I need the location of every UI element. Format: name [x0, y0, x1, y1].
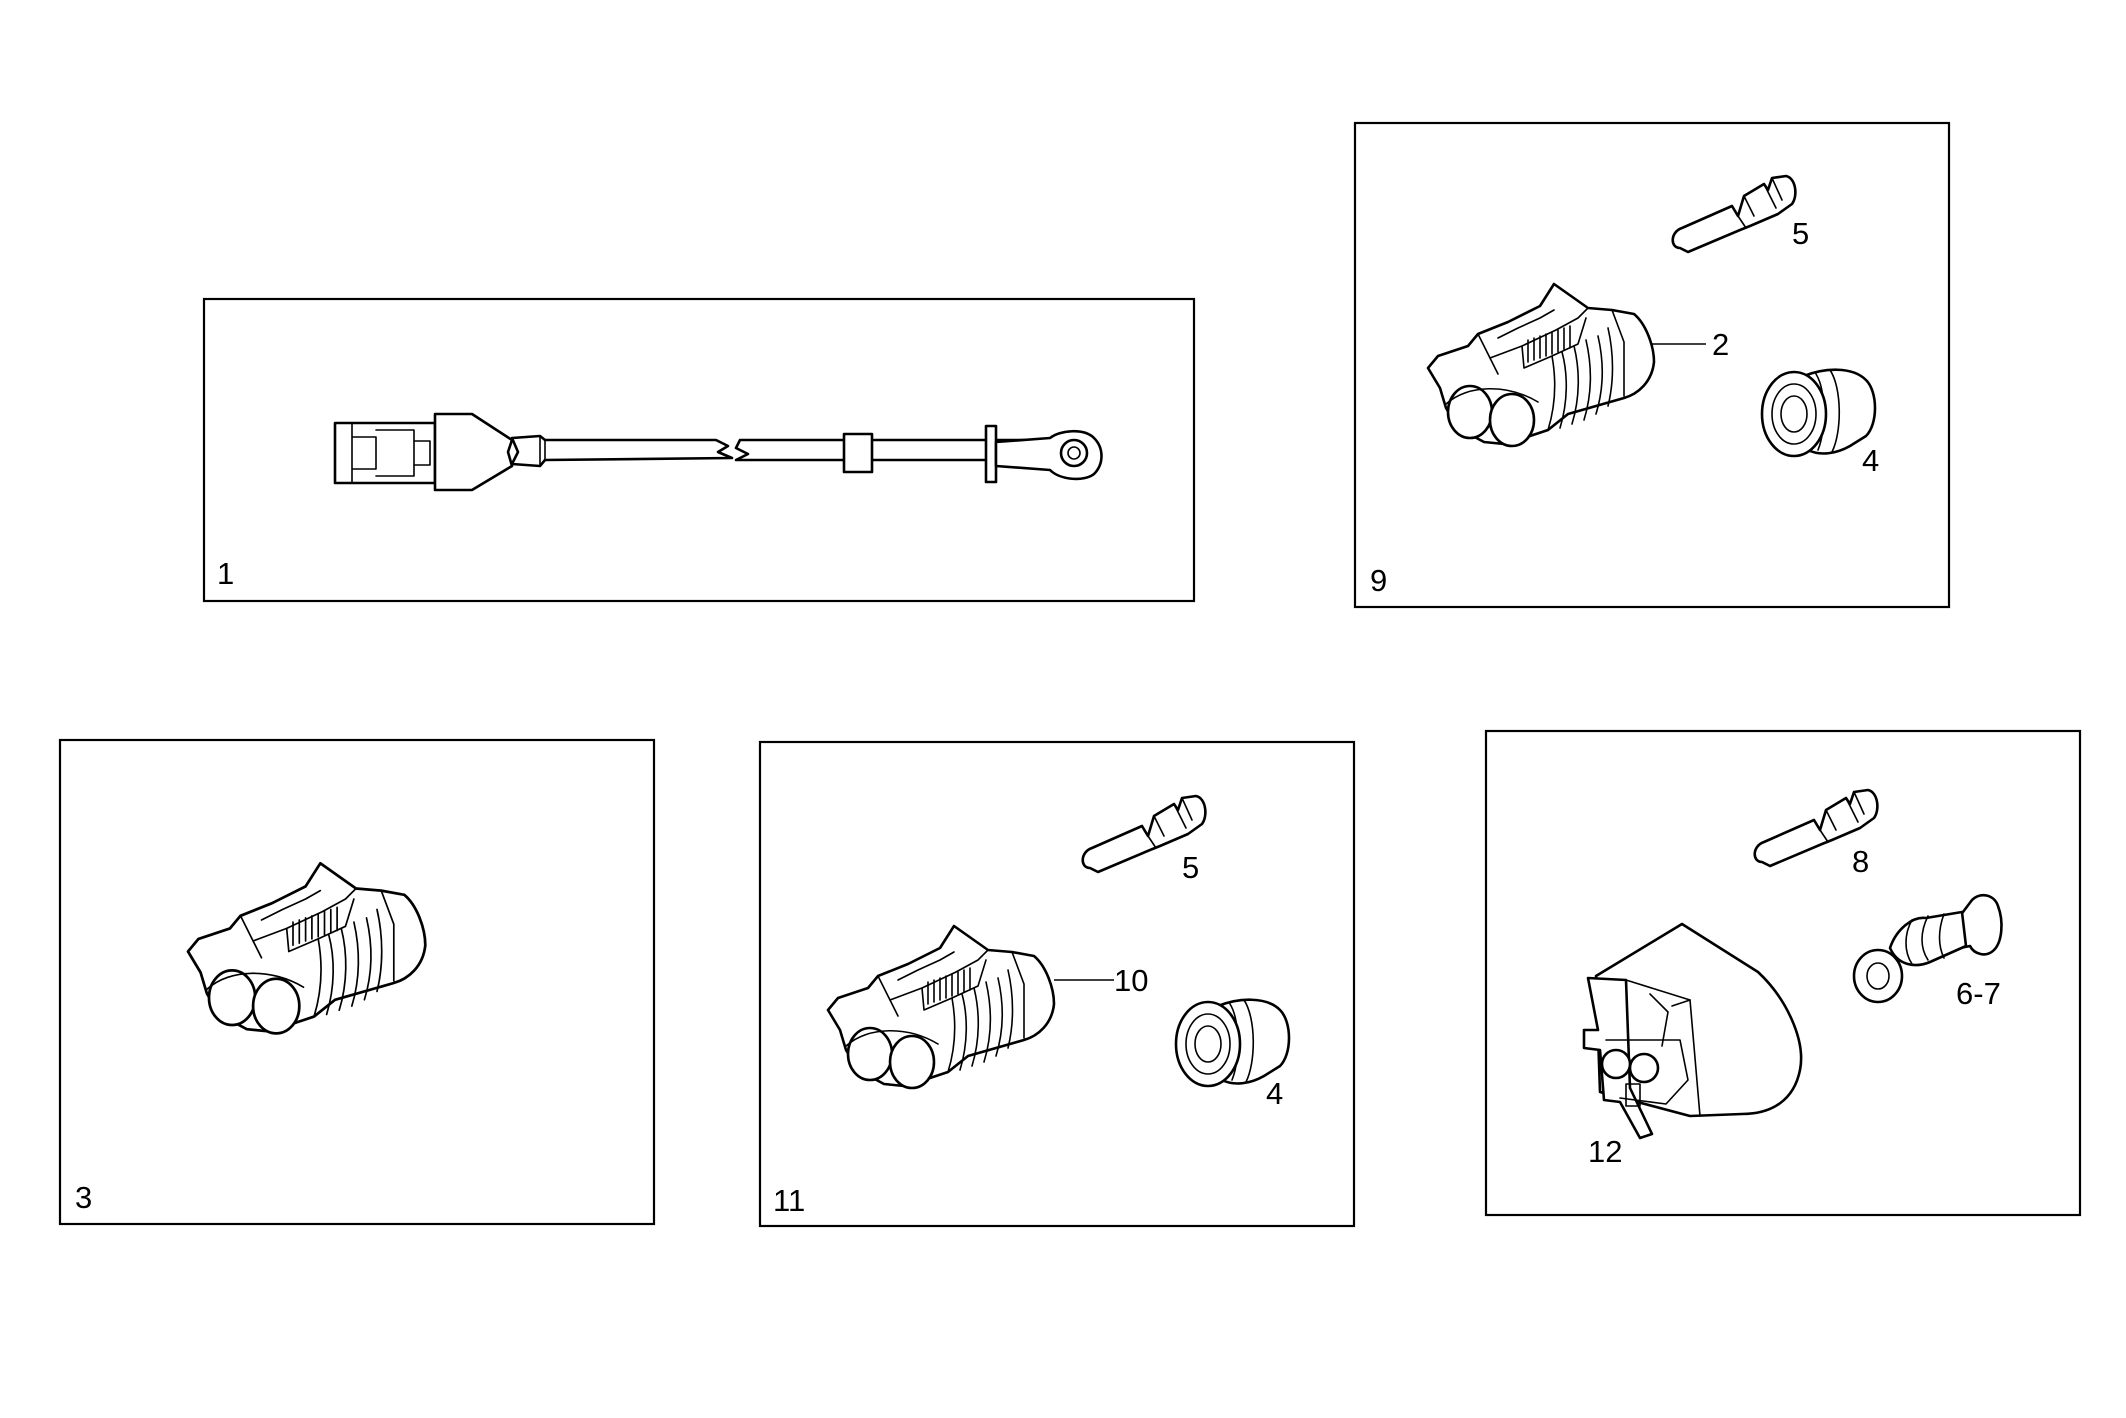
callout-housing: 2 [1712, 327, 1729, 362]
callout-seal: 4 [1266, 1076, 1283, 1111]
rubber-seal [1174, 998, 1291, 1088]
connector-housing [1426, 282, 1656, 448]
rubber-seal [1760, 368, 1877, 458]
cable-clip [842, 432, 874, 474]
callout-terminal: 5 [1182, 850, 1199, 885]
panel-number: 11 [773, 1183, 805, 1218]
panel-connector-kit-12: 8 6-7 12 [1484, 729, 2082, 1217]
panel-harness: 1 [202, 297, 1196, 603]
terminal-pin [1671, 174, 1797, 254]
harness-cable [333, 412, 1103, 492]
panel-frame [202, 297, 1196, 603]
callout-seal: 6-7 [1956, 976, 2001, 1011]
callout-terminal: 8 [1852, 844, 1869, 879]
panel-connector-kit-9: 5 2 4 9 [1353, 121, 1951, 609]
connector-housing [826, 924, 1056, 1090]
callout-housing: 10 [1114, 963, 1148, 998]
callout-terminal: 5 [1792, 216, 1809, 251]
panel-frame [58, 738, 656, 1226]
panel-frame [1484, 729, 2082, 1217]
panel-connector-kit-11: 5 10 4 11 [758, 740, 1356, 1228]
panel-number: 1 [217, 556, 234, 591]
panel-frame [758, 740, 1356, 1228]
panel-number: 9 [1370, 563, 1387, 598]
panel-connector-3: 3 [58, 738, 656, 1226]
connector-housing [186, 861, 427, 1035]
callout-housing: 12 [1588, 1134, 1622, 1169]
connector-housing-12 [1582, 922, 1803, 1140]
panel-number: 3 [75, 1180, 92, 1215]
panel-frame [1353, 121, 1951, 609]
seal-pin [1852, 893, 2003, 1004]
callout-seal: 4 [1862, 443, 1879, 478]
